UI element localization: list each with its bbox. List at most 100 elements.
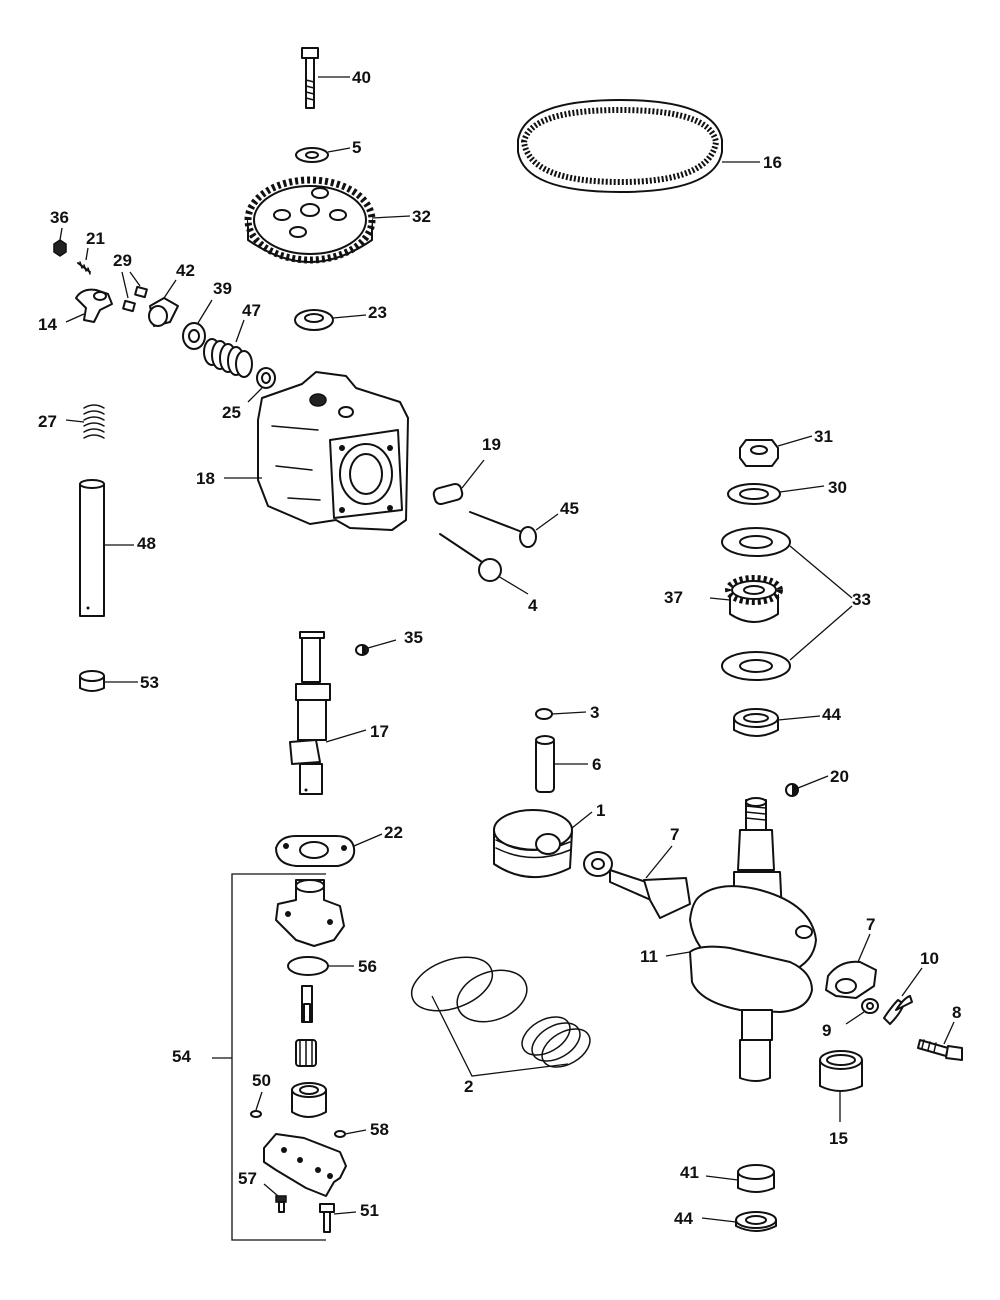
callout-30: 30 xyxy=(828,478,847,497)
callout-41: 41 xyxy=(680,1163,699,1182)
callout-48: 48 xyxy=(137,534,156,553)
callout-21: 21 xyxy=(86,229,105,248)
rod-bolt-8 xyxy=(917,1039,963,1061)
callout-2: 2 xyxy=(464,1077,473,1096)
inner-rotor xyxy=(295,1039,317,1067)
callout-14: 14 xyxy=(38,315,57,334)
adjusting-screw-21 xyxy=(77,261,91,275)
plate-33-top xyxy=(721,527,791,557)
callout-7-lower: 7 xyxy=(866,915,875,934)
valve-spring-47 xyxy=(203,338,253,378)
seal-44-lower xyxy=(735,1211,777,1232)
bolt-40 xyxy=(301,47,319,109)
oil-pump-body xyxy=(275,879,345,947)
spring-seat-25 xyxy=(256,367,276,389)
spring-27 xyxy=(83,404,105,439)
callout-17: 17 xyxy=(370,722,389,741)
callout-8: 8 xyxy=(952,1003,961,1022)
bearing-15 xyxy=(819,1050,863,1092)
callout-25: 25 xyxy=(222,403,241,422)
callout-18: 18 xyxy=(196,469,215,488)
callout-45: 45 xyxy=(560,499,579,518)
piston-rings-2 xyxy=(410,956,591,1068)
crankshaft-11 xyxy=(689,797,817,1082)
callout-42: 42 xyxy=(176,261,195,280)
callout-37: 37 xyxy=(664,588,683,607)
callout-3: 3 xyxy=(590,703,599,722)
nut-36 xyxy=(53,239,67,257)
timing-belt-16 xyxy=(517,99,723,193)
callout-53: 53 xyxy=(140,673,159,692)
callout-57: 57 xyxy=(238,1169,257,1188)
callout-44-lower: 44 xyxy=(674,1209,693,1228)
seal-44-upper xyxy=(733,708,779,737)
callout-19: 19 xyxy=(482,435,501,454)
cylinder-head-18 xyxy=(257,371,409,531)
callout-10: 10 xyxy=(920,949,939,968)
key-35 xyxy=(355,644,369,656)
callout-32: 32 xyxy=(412,207,431,226)
valve-45 xyxy=(469,511,537,548)
valve-guide-19 xyxy=(432,482,464,506)
callout-31: 31 xyxy=(814,427,833,446)
key-20 xyxy=(785,783,799,797)
nut-31 xyxy=(739,439,779,467)
bolt-51 xyxy=(319,1203,335,1233)
spring-retainer-42 xyxy=(148,297,179,327)
callout-22: 22 xyxy=(384,823,403,842)
screw-57 xyxy=(275,1195,287,1213)
gasket-22 xyxy=(275,835,356,867)
valve-4 xyxy=(439,533,502,582)
callout-56: 56 xyxy=(358,957,377,976)
callout-54: 54 xyxy=(172,1047,191,1066)
callout-40: 40 xyxy=(352,68,371,87)
valve-seal-39 xyxy=(182,322,206,350)
rocker-arm-14 xyxy=(75,288,113,323)
callout-7-upper: 7 xyxy=(670,825,679,844)
seal-23 xyxy=(294,309,334,331)
callout-23: 23 xyxy=(368,303,387,322)
oil-pump-assembly-bracket xyxy=(212,873,326,1241)
callout-15: 15 xyxy=(829,1129,848,1148)
pushrod-48 xyxy=(79,479,105,617)
lock-plate-10 xyxy=(883,995,913,1025)
callout-4: 4 xyxy=(528,596,538,615)
bushing-53 xyxy=(79,670,105,692)
callout-47: 47 xyxy=(242,301,261,320)
callout-5: 5 xyxy=(352,138,361,157)
pin-50 xyxy=(250,1110,262,1118)
callout-58: 58 xyxy=(370,1120,389,1139)
callout-44-upper: 44 xyxy=(822,705,841,724)
camshaft-17 xyxy=(289,631,331,795)
pump-shaft xyxy=(301,985,313,1023)
callout-33: 33 xyxy=(852,590,871,609)
callout-20: 20 xyxy=(830,767,849,786)
washer-5 xyxy=(295,147,329,163)
callout-50: 50 xyxy=(252,1071,271,1090)
camshaft-pulley-32 xyxy=(244,176,376,264)
callout-39: 39 xyxy=(213,279,232,298)
callout-11: 11 xyxy=(640,947,658,966)
o-ring-56 xyxy=(287,956,329,976)
washer-30 xyxy=(727,483,781,505)
outer-rotor xyxy=(291,1082,327,1118)
callout-16: 16 xyxy=(763,153,782,172)
keepers-29 xyxy=(122,285,148,313)
plate-33-bottom xyxy=(721,651,791,681)
connecting-rod-7 xyxy=(583,851,691,919)
pump-cover xyxy=(263,1133,347,1197)
washer-9 xyxy=(861,998,879,1014)
callout-35: 35 xyxy=(404,628,423,647)
callout-27: 27 xyxy=(38,412,57,431)
piston-pin-6 xyxy=(535,735,555,793)
bushing-41 xyxy=(737,1164,775,1193)
piston-1 xyxy=(493,809,573,878)
rod-cap-7 xyxy=(825,960,877,999)
callout-36: 36 xyxy=(50,208,69,227)
clip-3 xyxy=(535,708,553,720)
callout-29: 29 xyxy=(113,251,132,270)
callout-9: 9 xyxy=(822,1021,831,1040)
callout-1: 1 xyxy=(596,801,605,820)
gear-37 xyxy=(725,575,783,623)
